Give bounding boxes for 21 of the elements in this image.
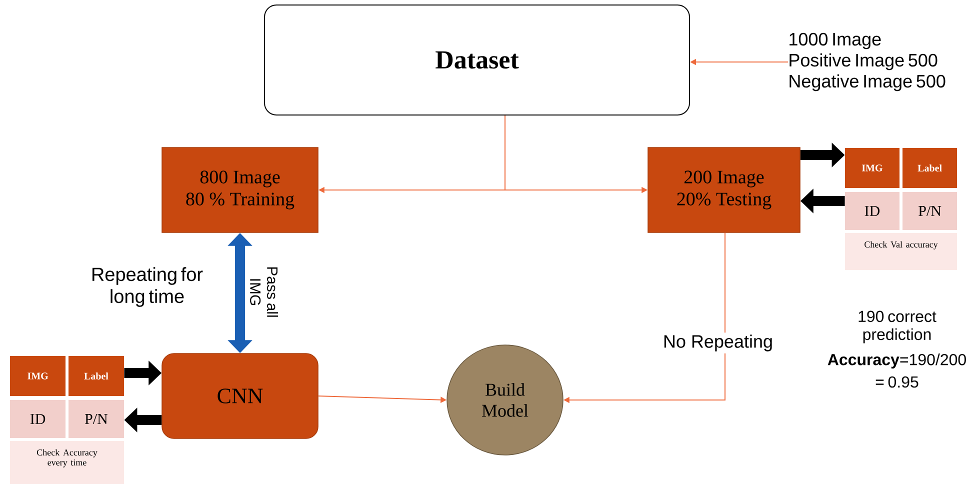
table-cell: Check Accuracy every time <box>10 441 124 484</box>
table-cell: ID <box>10 400 66 438</box>
table-cell: ID <box>845 192 900 230</box>
table-cell: Label <box>68 356 124 396</box>
annotation-text: Accuracy=190/200 <box>828 354 966 368</box>
table-cell: P/N <box>902 192 957 230</box>
edge-label: Pass all IMG <box>250 267 278 317</box>
table-cell: P/N <box>68 400 124 438</box>
table-cell: Label <box>902 148 957 188</box>
dataset-box: Dataset <box>264 4 690 116</box>
table-cell: Check Val accuracy <box>845 233 957 270</box>
process-box: 200 Image 20% Testing <box>648 147 800 233</box>
annotation-text: 190 correct prediction <box>858 310 936 344</box>
table-cell: IMG <box>845 148 900 188</box>
annotation-text: = 0.95 <box>876 376 918 388</box>
process-box: 800 Image 80 % Training <box>162 147 318 233</box>
table-cell: IMG <box>10 356 66 396</box>
dataset-note: 1000 Image Positive Image 500 Negative Image 500 <box>790 32 946 92</box>
edge-label: No Repeating <box>660 332 776 354</box>
annotation-text: Repeating for long time <box>92 267 203 307</box>
process-box: CNN <box>162 353 318 439</box>
